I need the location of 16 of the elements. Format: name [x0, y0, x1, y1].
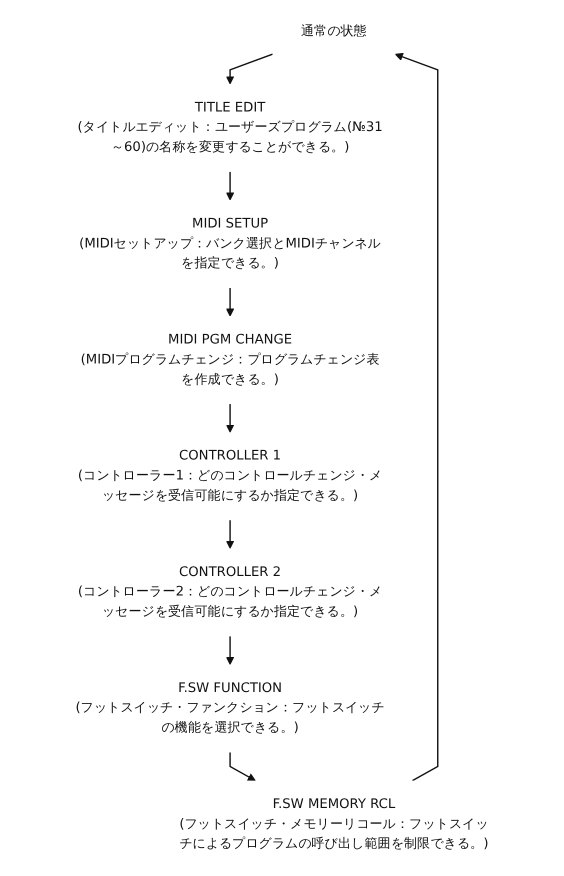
arrow	[229, 752, 256, 782]
arrow	[226, 172, 234, 200]
node-text: F.SW MEMORY RCL (フットスイッチ・メモリーリコール：フットスイッチによるプログラムの呼び出し範囲を制限できる。)	[179, 796, 488, 852]
node-text: MIDI SETUP (MIDIセットアップ：バンク選択とMIDIチャンネルを指定できる。)	[79, 216, 381, 271]
arrow	[226, 404, 234, 433]
node-text: CONTROLLER 1 (コントローラー1：どのコントロールチェンジ・メッセージを受信可能にするか指定できる。)	[78, 448, 382, 504]
arrow	[226, 520, 234, 549]
node-text: F.SW FUNCTION (フットスイッチ・ファンクション：フットスイッチの機能を選択できる。)	[76, 680, 385, 736]
arrow	[226, 288, 234, 317]
node-text: CONTROLLER 2 (コントローラー2：どのコントロールチェンジ・メッセージを受信可能にするか指定できる。)	[78, 564, 382, 620]
arrow	[394, 52, 438, 782]
node-text: TITLE EDIT (タイトルエディット：ユーザーズプログラム(№31～60)の名称を変更することができる。)	[77, 100, 383, 155]
arrow	[226, 54, 273, 84]
arrow	[226, 636, 234, 665]
node-text: MIDI PGM CHANGE (MIDIプログラムチェンジ：プログラムチェンジ表を作成できる。)	[80, 332, 380, 388]
node-text: 通常の状態	[300, 24, 367, 39]
